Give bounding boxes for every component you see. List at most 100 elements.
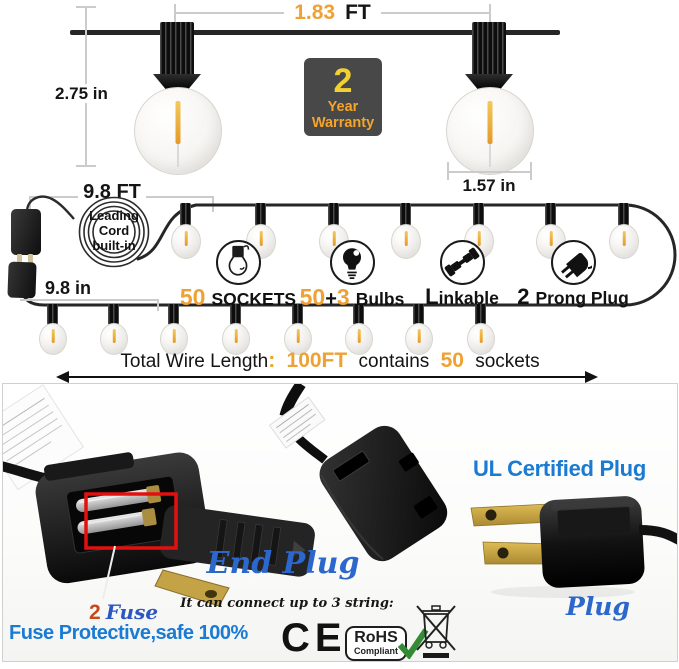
top-wire — [70, 30, 560, 35]
fuse-highlight-box — [84, 492, 178, 550]
spacing-tick-left — [174, 4, 176, 30]
bulb-filament — [332, 230, 336, 246]
string-socket — [254, 203, 266, 226]
string-bulb — [160, 323, 188, 355]
socket-gap-label: 9.8 in — [40, 278, 97, 299]
fuse-plug-photo — [3, 384, 315, 607]
bulb-filled-icon — [342, 248, 362, 280]
string-socket — [617, 203, 629, 226]
socket-gap-tick — [157, 299, 159, 311]
feature-circle-linkable — [439, 239, 485, 285]
bulb-stem — [489, 139, 491, 168]
feature-label-linkable: Linkable — [425, 284, 499, 309]
ul-certified-title: UL Certified Plug — [473, 456, 646, 481]
string-socket — [179, 203, 191, 226]
bulb-filament — [51, 329, 55, 343]
string-bulb — [609, 224, 639, 259]
top-bulb-pair — [0, 0, 679, 200]
feature-circle-bulbs — [329, 239, 375, 285]
width-measure-line — [447, 171, 531, 173]
bulb-filament — [477, 230, 481, 246]
string-socket — [399, 203, 411, 226]
spacing-value: 1.83 — [289, 1, 341, 24]
spacing-tick-right — [489, 4, 491, 30]
plug-caption: Plug — [566, 592, 630, 621]
big-bulb — [134, 87, 222, 175]
weee-crossed-bin-icon — [416, 605, 456, 658]
big-socket — [472, 22, 506, 76]
bulb-filament — [296, 329, 300, 343]
plug-prong — [28, 254, 33, 267]
string-socket — [46, 304, 58, 325]
leading-cord-label: Leading Cord built-in — [89, 208, 139, 253]
bulb-filament — [357, 329, 361, 343]
warranty-word1: Year — [327, 98, 359, 115]
end-plug-note: It can connect up to 3 string: — [180, 596, 394, 611]
bulb-filament — [172, 329, 176, 343]
warranty-badge: 2 Year Warranty — [304, 58, 382, 136]
string-socket — [291, 304, 303, 325]
height-tick-bottom — [76, 165, 96, 167]
string-bulb — [39, 323, 67, 355]
big-socket — [160, 22, 194, 76]
width-tick-left — [447, 162, 449, 180]
string-bulb — [100, 323, 128, 355]
ul-plug-photo — [470, 496, 677, 598]
green-check-icon — [397, 628, 429, 659]
lead-length-label: 9.8 FT — [62, 181, 162, 204]
string-bulb — [467, 323, 495, 355]
fuse-cover-slide — [159, 505, 315, 577]
string-row-bottom — [39, 304, 495, 355]
warranty-number: 2 — [333, 61, 353, 100]
plug-photos — [3, 384, 677, 607]
total-wire-length-label: Total Wire Length: 100FT contains 50 soc… — [120, 349, 540, 372]
string-bulb — [391, 224, 421, 259]
height-label: 2.75 in — [50, 84, 113, 104]
string-bulb — [222, 323, 250, 355]
bulb-filament — [417, 329, 421, 343]
male-plug — [11, 209, 41, 255]
width-tick-right — [530, 162, 532, 180]
bulb-stem — [177, 139, 179, 168]
end-plug-title: End Plug — [206, 546, 360, 581]
socket-collar — [153, 74, 201, 89]
bulb-filament — [112, 329, 116, 343]
string-row-top — [0, 0, 679, 300]
bulb-filament — [184, 230, 188, 246]
string-bulb — [171, 224, 201, 259]
string-socket — [352, 304, 364, 325]
string-wire-path — [21, 195, 677, 307]
bulb-filament — [549, 230, 553, 246]
two-prong-plug-icon — [561, 253, 592, 279]
leading-cord-coil — [78, 196, 150, 268]
arrow-head-right — [585, 371, 598, 383]
spacing-unit: FT — [340, 1, 376, 24]
big-bulb — [446, 87, 534, 175]
socket-collar — [465, 74, 513, 89]
string-socket — [167, 304, 179, 325]
feature-circle-sockets — [215, 239, 261, 285]
bulb-filament — [622, 230, 626, 246]
string-bulb — [345, 323, 373, 355]
height-tick-top — [76, 6, 96, 8]
total-length-arrow — [56, 371, 598, 383]
string-bulb — [405, 323, 433, 355]
bulb-filament — [175, 100, 181, 144]
string-socket — [107, 304, 119, 325]
plug-prong — [17, 254, 22, 267]
socket-gap-line — [20, 299, 158, 301]
arrow-shaft — [62, 376, 592, 378]
socket-outline-icon — [228, 245, 250, 276]
bulb-filament — [404, 230, 408, 246]
bulb-filament — [234, 329, 238, 343]
feature-circle-plug — [550, 239, 596, 285]
string-socket — [327, 203, 339, 226]
string-socket — [472, 203, 484, 226]
rohs-badge: RoHS Compliant — [345, 626, 407, 661]
